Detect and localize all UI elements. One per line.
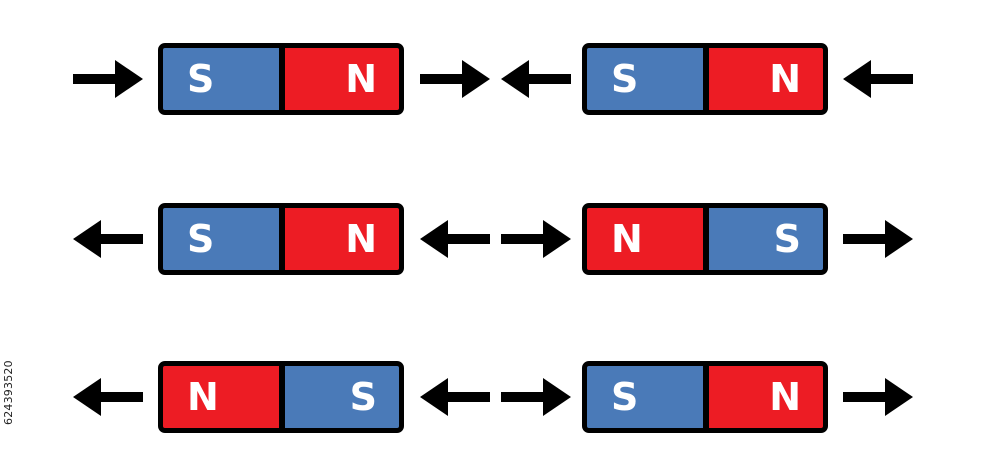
- magnet-pole: S: [587, 366, 703, 428]
- arrow-left-icon: [71, 374, 145, 420]
- arrow-left-icon: [841, 56, 915, 102]
- bar-magnet-left: S N: [158, 43, 404, 115]
- stock-id-watermark: 624393520: [2, 360, 15, 425]
- arrow-right-icon: [841, 374, 915, 420]
- bar-magnet-left: N S: [158, 361, 404, 433]
- arrow-right-icon: [499, 374, 573, 420]
- magnet-pole: N: [285, 208, 399, 270]
- magnet-pole: N: [709, 48, 823, 110]
- arrow-right-icon: [499, 216, 573, 262]
- arrow-left-icon: [418, 374, 492, 420]
- magnet-row-1: S N S N: [0, 43, 1000, 115]
- magnet-pole: S: [709, 208, 823, 270]
- bar-magnet-right: S N: [582, 361, 828, 433]
- arrow-right-icon: [841, 216, 915, 262]
- magnet-pole: N: [163, 366, 279, 428]
- magnet-pole: S: [163, 208, 279, 270]
- magnet-pole: S: [587, 48, 703, 110]
- bar-magnet-right: N S: [582, 203, 828, 275]
- arrow-right-icon: [418, 56, 492, 102]
- bar-magnet-right: S N: [582, 43, 828, 115]
- arrow-left-icon: [71, 216, 145, 262]
- arrow-left-icon: [499, 56, 573, 102]
- magnet-pole: S: [163, 48, 279, 110]
- magnet-pole: N: [285, 48, 399, 110]
- arrow-right-icon: [71, 56, 145, 102]
- bar-magnet-left: S N: [158, 203, 404, 275]
- arrow-left-icon: [418, 216, 492, 262]
- magnet-pole: N: [587, 208, 703, 270]
- magnet-pole: S: [285, 366, 399, 428]
- magnet-row-3: N S S N: [0, 361, 1000, 433]
- magnet-pole: N: [709, 366, 823, 428]
- magnet-row-2: S N N S: [0, 203, 1000, 275]
